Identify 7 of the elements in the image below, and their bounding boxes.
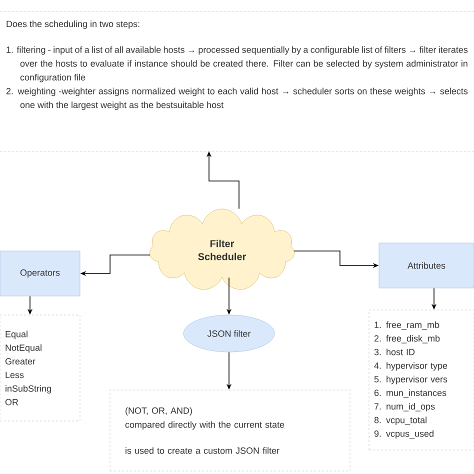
list-box: Equal NotEqual Greater Less inSubString OR — [0, 314, 80, 422]
list-box: 1. free_ram_mb 2. free_disk_mb 3. host ID 4. hypervisor type 5. hypervisor vers 6. mun_instances 7. num_id_ops 8. vcpu_total 9. vcpus_used — [368, 310, 474, 450]
note-box: (NOT, OR, AND) compared directly with the current state is used to create a custom JSON filter — [110, 390, 350, 472]
process-box: Attributes — [378, 242, 474, 288]
process-box: Operators — [0, 250, 80, 296]
ellipse-node: JSON filter — [183, 314, 275, 352]
text-panel: Does the scheduling in two steps: 1. filtering - input of a list of all available hosts → processed sequentially by a configurable list of filters → filter iterates over the hosts to evaluate if instance should be created there. Filter can be selected by system administrator in configuration file 2. weighting -weighter assigns normalized weight to each valid host → scheduler sorts on these weights → selects one with the largest weight as the bestsuitable host — [0, 12, 474, 152]
